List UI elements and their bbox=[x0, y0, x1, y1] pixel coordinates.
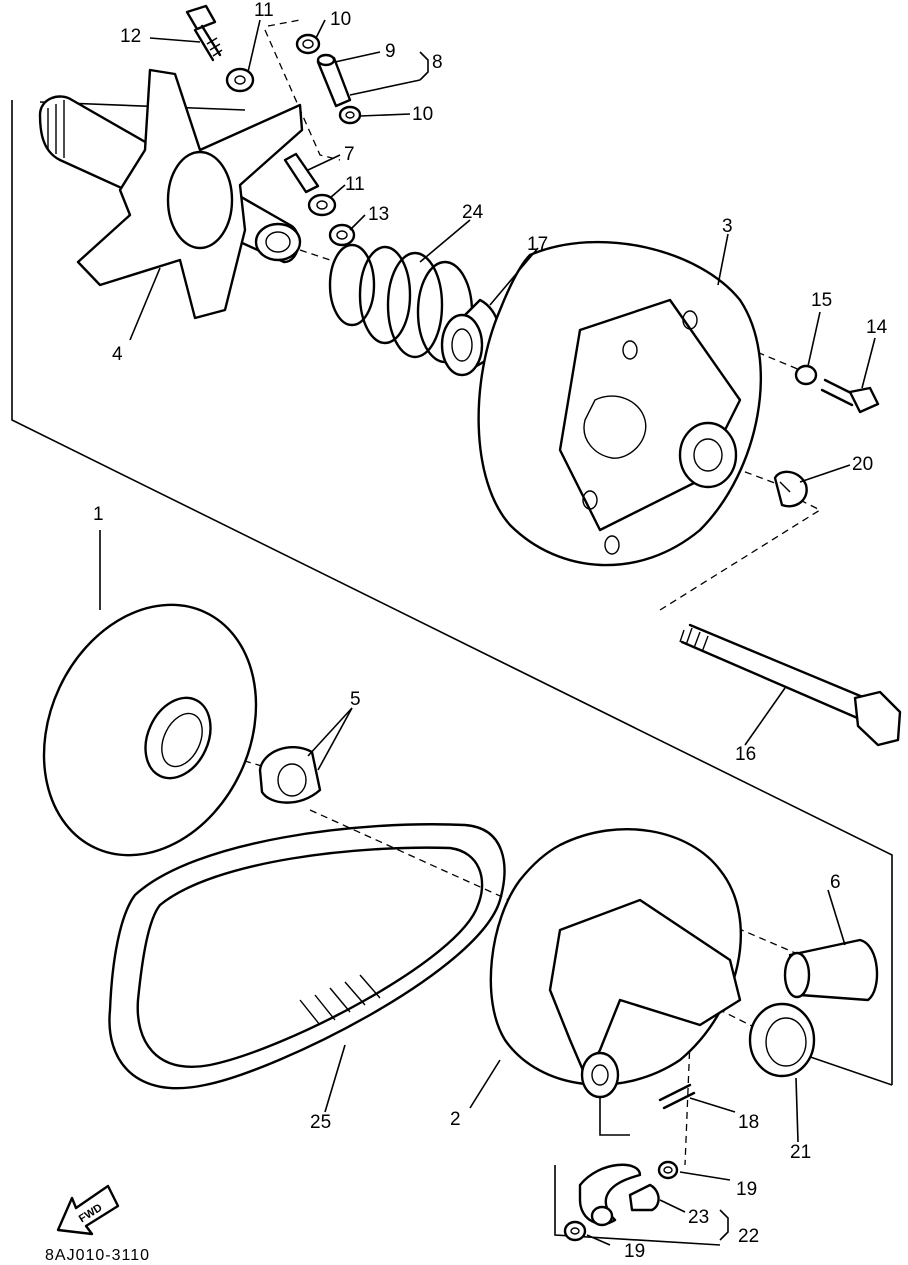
callout-17: 17 bbox=[527, 234, 548, 255]
callout-16: 16 bbox=[735, 744, 756, 765]
sliding-sheave-2 bbox=[489, 827, 742, 1099]
callout-21: 21 bbox=[790, 1142, 811, 1163]
callout-labels: 1 2 3 4 5 6 7 8 9 10 10 11 11 12 13 14 1… bbox=[93, 0, 888, 1262]
callout-5: 5 bbox=[350, 689, 361, 710]
bushing-6 bbox=[783, 938, 879, 1002]
callout-1: 1 bbox=[93, 504, 104, 525]
leader-lines bbox=[99, 19, 876, 1246]
callout-18: 18 bbox=[738, 1112, 759, 1133]
weight-pin-hardware bbox=[225, 33, 362, 247]
callout-20: 20 bbox=[852, 454, 873, 475]
callout-9: 9 bbox=[385, 41, 396, 62]
callout-22: 22 bbox=[738, 1226, 759, 1247]
slider-5 bbox=[258, 746, 322, 804]
callout-12: 12 bbox=[120, 26, 141, 47]
callout-11a: 11 bbox=[254, 0, 274, 21]
weight-arm-hardware bbox=[563, 1083, 696, 1242]
bolt-12 bbox=[185, 4, 223, 62]
callout-6: 6 bbox=[830, 872, 841, 893]
callout-13: 13 bbox=[368, 204, 389, 225]
callout-8: 8 bbox=[432, 52, 443, 73]
callout-3: 3 bbox=[722, 216, 733, 237]
callout-24: 24 bbox=[462, 202, 484, 223]
bolt-16 bbox=[679, 623, 902, 747]
seal-21 bbox=[748, 1002, 816, 1078]
callout-11b: 11 bbox=[345, 174, 365, 195]
callout-2: 2 bbox=[450, 1109, 461, 1130]
callout-15: 15 bbox=[811, 290, 832, 311]
forward-arrow: FWD bbox=[56, 1184, 120, 1236]
callout-19b: 19 bbox=[624, 1241, 645, 1262]
callout-14: 14 bbox=[866, 317, 888, 338]
fixed-sheave-1 bbox=[42, 603, 258, 857]
callout-4: 4 bbox=[112, 344, 123, 365]
callout-23: 23 bbox=[688, 1207, 709, 1228]
spider-shaft-4 bbox=[38, 68, 304, 320]
callout-10a: 10 bbox=[330, 9, 351, 30]
cover-hardware bbox=[773, 364, 880, 508]
cover-3 bbox=[477, 240, 763, 567]
callout-7: 7 bbox=[344, 144, 355, 165]
callout-25: 25 bbox=[310, 1112, 331, 1133]
drawing-code: 8AJ010-3110 bbox=[45, 1247, 150, 1264]
callout-10b: 10 bbox=[412, 104, 433, 125]
drive-belt-25 bbox=[108, 823, 506, 1090]
callout-19a: 19 bbox=[736, 1179, 757, 1200]
